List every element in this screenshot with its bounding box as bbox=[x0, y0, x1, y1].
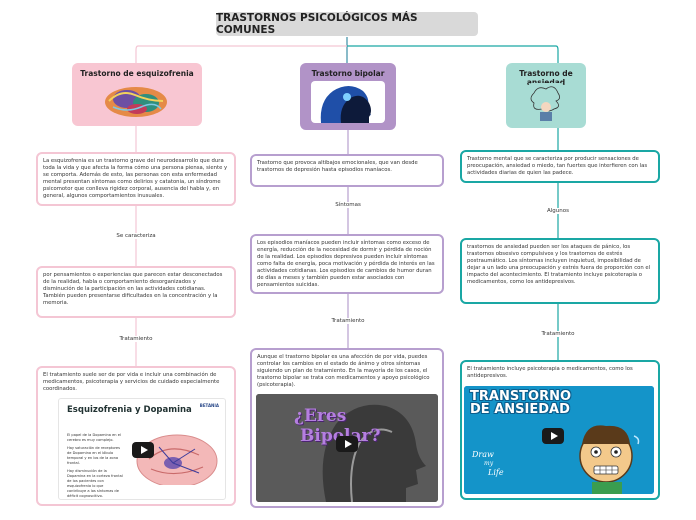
ansiedad-description: Trastorno mental que se caracteriza por … bbox=[460, 150, 660, 183]
slide-bullets: El papel de la Dopamina en el cerebro es… bbox=[67, 433, 123, 499]
esquizofrenia-description: La esquizofrenia es un trastorno grave d… bbox=[36, 152, 236, 206]
slide-bullet: El papel de la Dopamina en el cerebro es… bbox=[67, 433, 121, 442]
slide-bullet: Hay saturación de receptores de Dopamina… bbox=[67, 446, 121, 465]
anxiety-video-title-line2: DE ANSIEDAD bbox=[470, 402, 570, 417]
esquizofrenia-description-text: La esquizofrenia es un trastorno grave d… bbox=[43, 158, 228, 199]
esquizofrenia-treatment-text: El tratamiento suele ser de por vida e i… bbox=[43, 372, 220, 392]
bipolar-treatment-text: Aunque el trastorno bipolar es una afecc… bbox=[257, 354, 430, 388]
header-ansiedad[interactable]: Trastorno de ansiedad bbox=[506, 63, 586, 128]
brain-illustration bbox=[101, 83, 171, 119]
ansiedad-description-text: Trastorno mental que se caracteriza por … bbox=[467, 156, 648, 176]
ansiedad-examples: trastornos de ansiedad pueden ser los at… bbox=[460, 238, 660, 304]
anxiety-video-title: TRANSTORNO DE ANSIEDAD bbox=[470, 390, 571, 416]
bipolar-description-text: Trastorno que provoca altibajos emociona… bbox=[257, 160, 418, 173]
label-tratamiento-esquizofrenia: Tratamiento bbox=[106, 336, 166, 342]
slide-bullet: Hay disminución de la Dopamina en la cor… bbox=[67, 469, 123, 498]
bipolar-description: Trastorno que provoca altibajos emociona… bbox=[250, 154, 444, 187]
video-eres-bipolar[interactable]: ¿Eres Bipolar? bbox=[256, 394, 438, 502]
header-esquizofrenia[interactable]: Trastorno de esquizofrenia bbox=[72, 63, 202, 126]
draw-my-life-logo-line2: my bbox=[484, 460, 494, 467]
header-bipolar[interactable]: Trastorno bipolar bbox=[300, 63, 396, 130]
draw-my-life-logo-line1: Draw bbox=[472, 450, 494, 459]
header-bipolar-label: Trastorno bipolar bbox=[311, 69, 385, 78]
label-algunos: Algunos bbox=[532, 208, 584, 214]
label-tratamiento-bipolar: Tratamiento bbox=[318, 318, 378, 324]
video-transtorno-de-ansiedad[interactable]: TRANSTORNO DE ANSIEDAD Draw my Life bbox=[464, 386, 654, 494]
play-button[interactable] bbox=[336, 436, 358, 452]
label-tratamiento-ansiedad: Tratamiento bbox=[528, 331, 588, 337]
anxiety-video-title-line1: TRANSTORNO bbox=[470, 389, 572, 404]
anxious-person-illustration bbox=[528, 83, 564, 121]
play-button[interactable] bbox=[132, 442, 154, 458]
draw-my-life-logo-line3: Life bbox=[488, 468, 504, 477]
label-sintomas: Síntomas bbox=[322, 202, 374, 208]
head-silhouette-illustration bbox=[311, 81, 385, 123]
header-esquizofrenia-label: Trastorno de esquizofrenia bbox=[80, 69, 194, 78]
label-se-caracteriza: Se caracteriza bbox=[100, 233, 172, 239]
page-title: TRASTORNOS PSICOLÓGICOS MÁS COMUNES bbox=[216, 12, 478, 36]
esquizofrenia-characteristics-text: por pensamientos o experiencias que pare… bbox=[43, 272, 223, 306]
header-ansiedad-label: Trastorno de ansiedad bbox=[519, 69, 573, 87]
slide-brand: BETANIA bbox=[199, 403, 219, 408]
draw-my-life-logo: Draw my Life bbox=[472, 450, 504, 477]
video-esquizofrenia-dopamina[interactable]: Esquizofrenia y Dopamina BETANIA El pape… bbox=[58, 398, 226, 500]
bipolar-video-title-line1: ¿Eres bbox=[294, 406, 347, 426]
esquizofrenia-characteristics: por pensamientos o experiencias que pare… bbox=[36, 266, 236, 318]
ansiedad-examples-text: trastornos de ansiedad pueden ser los at… bbox=[467, 244, 651, 285]
bipolar-symptoms: Los episodios maníacos pueden incluir sí… bbox=[250, 234, 444, 294]
brain-diagram bbox=[129, 434, 221, 495]
play-button[interactable] bbox=[542, 428, 564, 444]
bipolar-symptoms-text: Los episodios maníacos pueden incluir sí… bbox=[257, 240, 435, 288]
slide-title: Esquizofrenia y Dopamina bbox=[67, 405, 192, 415]
ansiedad-treatment-text: El tratamiento incluye psicoterapia o me… bbox=[467, 366, 633, 379]
